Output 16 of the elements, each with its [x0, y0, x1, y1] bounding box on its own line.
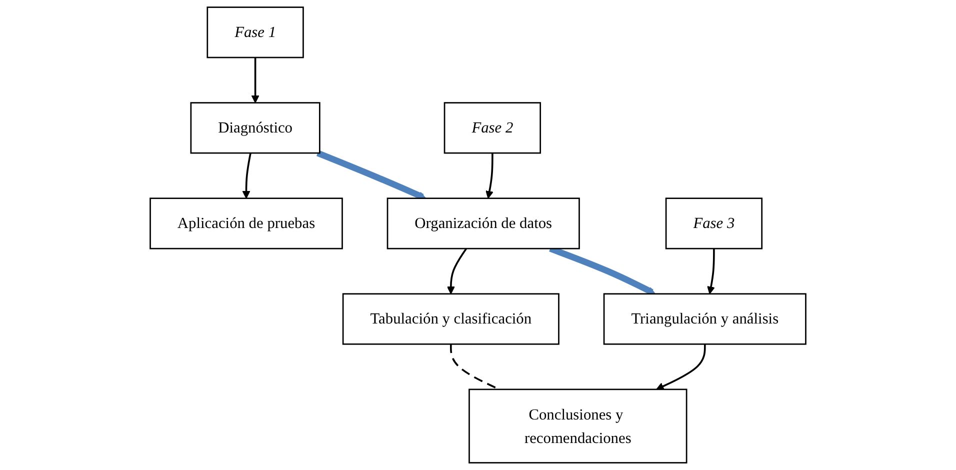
node-box: Fase 2: [444, 102, 542, 154]
node-box: Diagnóstico: [190, 102, 320, 154]
arrow: [251, 58, 260, 104]
arrow: [446, 248, 468, 294]
node-box: Organización de datos: [386, 198, 580, 250]
node-box: Fase 1: [206, 6, 304, 58]
node-box: Conclusiones y recomendaciones: [468, 388, 688, 464]
node-box: Tabulación y clasificación: [342, 293, 560, 345]
node-box: Fase 3: [665, 198, 763, 250]
arrow: [707, 248, 715, 294]
node-box: Aplicación de pruebas: [150, 198, 343, 250]
arrow: [656, 344, 706, 390]
arrow: [316, 150, 426, 200]
arrow: [242, 152, 252, 199]
arrow: [486, 153, 494, 199]
node-box: Triangulación y análisis: [603, 293, 806, 345]
